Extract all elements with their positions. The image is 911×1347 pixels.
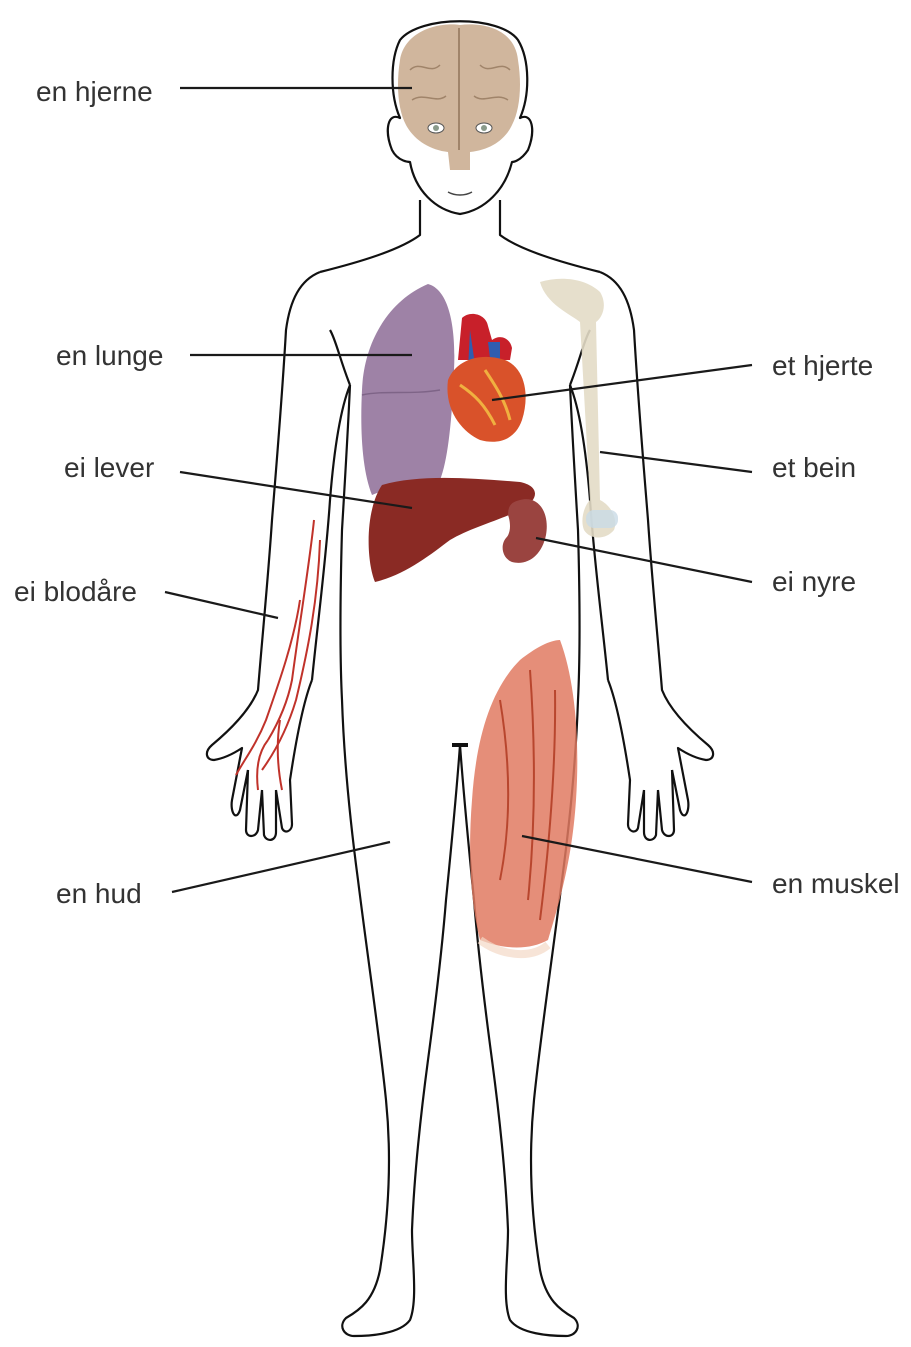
right-hand [608,680,674,840]
label-heart: et hjerte [772,350,873,382]
label-kidney: ei nyre [772,566,856,598]
torso-left [207,272,320,815]
label-brain: en hjerne [36,76,153,108]
leader-heart [492,365,752,400]
label-bone: et bein [772,452,856,484]
label-lung: en lunge [56,340,163,372]
neck-outline [320,200,600,272]
torso-right [600,272,713,815]
body-outline [207,21,713,1336]
leader-bone [600,452,752,472]
brain-illustration [398,24,520,195]
label-liver: ei lever [64,452,154,484]
leader-blood-vessel [165,592,278,618]
label-skin: en hud [56,878,142,910]
leader-kidney [536,538,752,582]
blood-vessel-illustration [236,520,320,790]
label-blood-vessel: ei blodåre [14,576,137,608]
muscle-illustration [470,640,577,954]
lung-illustration [361,284,454,495]
kidney-illustration [503,499,547,563]
bone-illustration [540,279,618,538]
heart-illustration [447,314,525,442]
label-muscle: en muskel [772,868,900,900]
